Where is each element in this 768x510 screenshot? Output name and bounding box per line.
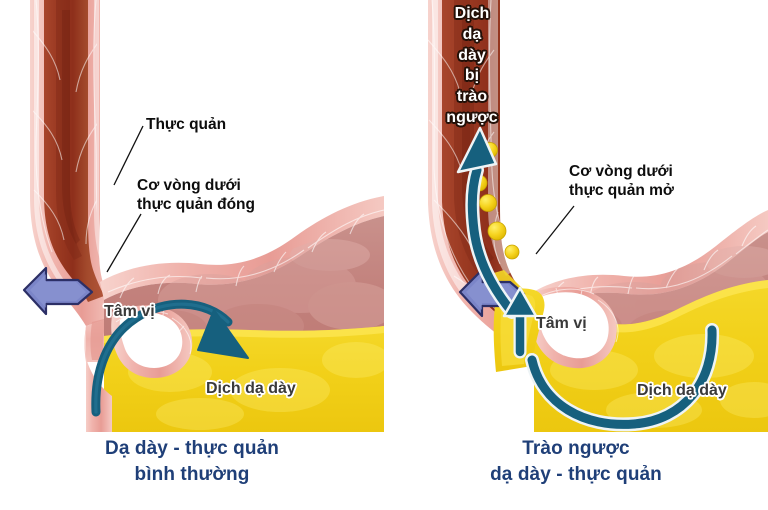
caption-reflux-line-0: Trào ngược [522,438,630,459]
tube-label-line-2: dày [458,46,486,64]
caption-normal: Dạ dày - thực quản bình thường [0,436,384,487]
teal-downward-flow-arrow [91,299,249,417]
stomach-body [530,210,768,432]
tube-label-line-4: trào [456,88,488,106]
artlabel-cardia-normal: Tâm vị [104,303,155,320]
callout-les-closed-line-1: thực quản đóng [137,196,255,214]
callout-les-open-line-1: thực quản mở [569,182,674,200]
callout-esophagus: Thực quản [146,115,226,134]
tube-label-line-1: dạ [462,25,482,43]
stomach-body [100,196,384,432]
tube-label-line-3: bị [464,67,480,85]
callout-les-open: Cơ vòng dưới thực quản mở [569,162,674,201]
callout-esophagus-line-0: Thực quản [146,116,227,133]
tube-label-line-0: Dịch [454,5,490,22]
purple-chevron-arrow [22,266,94,316]
artlabel-cardia-reflux: Tâm vị [536,315,587,332]
tube-label-refluxed-fluid: Dịch dạ dày bị trào ngược [442,4,502,129]
caption-reflux-line-1: dạ dày - thực quản [490,463,662,485]
callout-les-closed-line-0: Cơ vòng dưới [137,177,241,194]
normal-anatomy-illustration [0,0,384,432]
artlabel-gastric-fluid-normal: Dịch dạ dày [206,380,296,397]
teal-curved-swirl-arrow [525,323,720,432]
tube-label-line-5: ngược [446,108,498,126]
reflux-anatomy-illustration [384,0,768,432]
callout-les-closed: Cơ vòng dưới thực quản đóng [137,176,255,215]
caption-normal-line-0: Dạ dày - thực quản [105,438,279,459]
callout-les-open-line-0: Cơ vòng dưới [569,163,673,180]
panel-normal-stomach: Thực quản Cơ vòng dưới thực quản đóng Tâ… [0,0,384,487]
caption-normal-line-1: bình thường [134,463,250,485]
artlabel-gastric-fluid-reflux: Dịch dạ dày [637,382,727,399]
esophagus-tube [30,0,116,326]
teal-upward-reflux-arrow [456,126,519,319]
teal-upward-sphincter-arrow [502,286,538,359]
caption-reflux: Trào ngược dạ dày - thực quản [384,436,768,487]
panel-reflux-stomach: Dịch dạ dày bị trào ngược Cơ vòng dưới t… [384,0,768,510]
